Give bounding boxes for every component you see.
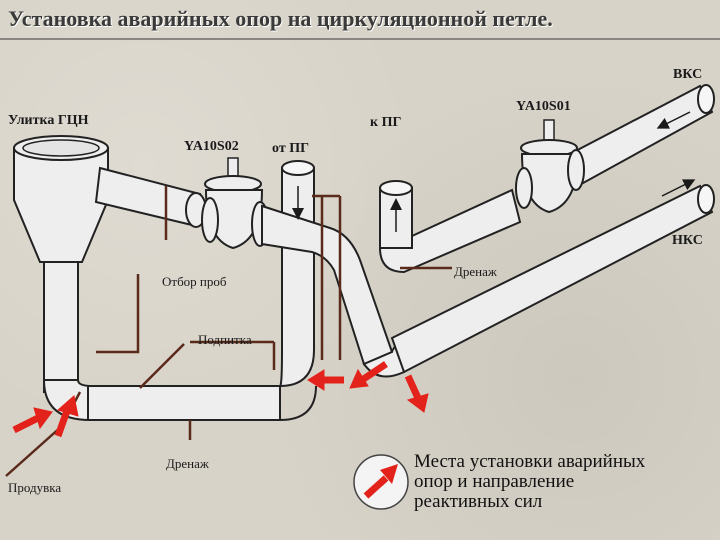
valve-ya10s02 (201, 157, 269, 250)
red-arrow-1 (12, 407, 53, 434)
red-arrow-3 (307, 369, 344, 391)
bottom-pipe (87, 160, 317, 421)
label-valve-ya10s02: YA10S02 (184, 139, 239, 154)
label-otbor-prob: Отбор проб (162, 274, 227, 289)
flow-arrows (292, 111, 696, 232)
hot-leg (378, 84, 715, 274)
legend-line-1: Места установки аварийных (414, 451, 646, 472)
valve-ya10s01 (515, 119, 585, 214)
title-divider (0, 38, 720, 40)
page-title: Установка аварийных опор на циркуляционн… (8, 6, 553, 31)
label-produvka: Продувка (8, 480, 61, 495)
red-arrow-2 (54, 395, 79, 438)
red-arrow-5 (404, 374, 429, 413)
label-ot-pg: от ПГ (272, 141, 309, 156)
label-podpitka: Подпитка (198, 332, 252, 347)
label-nks: НКС (672, 233, 703, 248)
label-k-pg: к ПГ (370, 115, 401, 130)
red-arrow-4 (349, 361, 388, 389)
label-drenazh-top: Дренаж (454, 264, 498, 279)
label-vks: ВКС (673, 67, 702, 82)
legend-line-3: реактивных сил (414, 491, 543, 512)
legend-line-2: опор и направление (414, 471, 575, 492)
label-drenazh-bottom: Дренаж (166, 456, 210, 471)
label-ulitka: Улитка ГЦН (8, 113, 89, 128)
legend-text: Места установки аварийных опор и направл… (414, 452, 714, 512)
instrument-lines (5, 186, 452, 477)
label-valve-ya10s01: YA10S01 (516, 99, 571, 114)
legend-icon (353, 454, 409, 510)
outlet-pipe (94, 166, 207, 228)
pump-volute (13, 135, 109, 422)
reactive-force-arrows (12, 361, 429, 438)
